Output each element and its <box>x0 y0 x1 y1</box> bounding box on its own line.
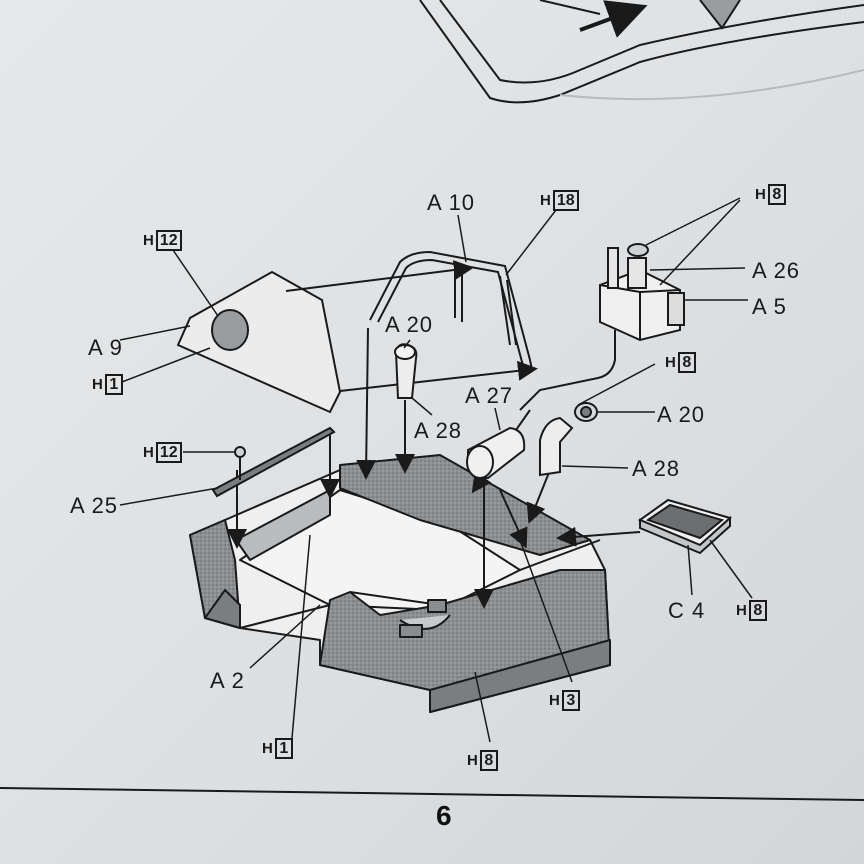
filter-c4 <box>637 498 733 555</box>
label-a25: A 25 <box>70 493 119 518</box>
tub-body-a2 <box>189 454 611 713</box>
label-a28-right: A 28 <box>632 456 681 481</box>
rod-a25 <box>211 426 336 498</box>
canister-a27 <box>466 426 526 480</box>
page-number: 6 <box>436 800 452 831</box>
label-a26: A 26 <box>752 258 801 283</box>
label-a10: A 10 <box>427 190 476 215</box>
reservoir-a5 <box>599 243 685 342</box>
label-a28-left: A 28 <box>414 418 463 443</box>
label-a2: A 2 <box>210 668 245 693</box>
top-car-body-fragment <box>419 0 864 104</box>
label-a27: A 27 <box>465 383 514 408</box>
pipe-a28-left <box>394 343 418 399</box>
seat-panel-a9 <box>176 270 342 414</box>
label-a5: A 5 <box>752 294 787 319</box>
label-a20-top: A 20 <box>385 312 434 337</box>
label-a20-right: A 20 <box>657 402 706 427</box>
label-leaders <box>119 197 753 743</box>
label-a9: A 9 <box>88 335 123 360</box>
label-c4: C 4 <box>668 598 706 623</box>
pipe-a28-right <box>539 402 598 477</box>
bottom-rule <box>0 787 864 801</box>
